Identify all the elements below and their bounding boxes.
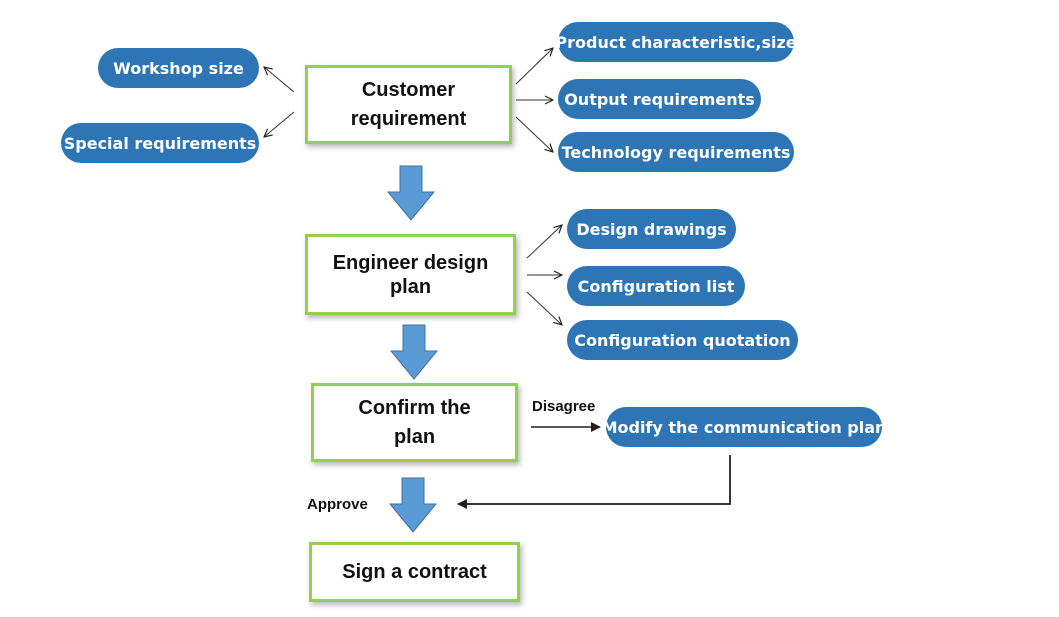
configuration-quotation-pill: Configuration quotation	[567, 320, 798, 360]
return-line	[457, 455, 731, 509]
engineer-design-plan-box: Engineer design plan	[305, 234, 516, 315]
sign-a-contract-box: Sign a contract	[309, 542, 520, 602]
connector-to-product-characteristic	[515, 48, 553, 85]
connector-to-special-requirements	[264, 111, 295, 137]
design-drawings-pill: Design drawings	[567, 209, 736, 249]
flow-arrow-2	[389, 324, 439, 380]
modify-communication-plan-pill: Modify the communication plan	[602, 407, 886, 447]
output-requirements-pill: Output requirements	[558, 79, 761, 119]
connector-to-design-drawings	[526, 225, 562, 259]
customer-requirement-box: Customer requirement	[305, 65, 512, 144]
flow-arrow-3	[388, 477, 438, 533]
connector-to-technology-requirements	[515, 116, 553, 152]
connector-to-workshop-size	[264, 67, 295, 93]
product-characteristic-pill: Product characteristic,size	[555, 22, 797, 62]
technology-requirements-pill: Technology requirements	[558, 132, 794, 172]
flow-arrow-1	[386, 165, 436, 221]
special-requirements-pill: Special requirements	[61, 123, 259, 163]
confirm-the-plan-box: Confirm the plan	[311, 383, 518, 462]
approve-label: Approve	[307, 496, 368, 513]
connector-to-configuration-quotation	[526, 291, 562, 325]
workshop-size-pill: Workshop size	[98, 48, 259, 88]
disagree-label: Disagree	[532, 398, 596, 415]
configuration-list-pill: Configuration list	[567, 266, 745, 306]
